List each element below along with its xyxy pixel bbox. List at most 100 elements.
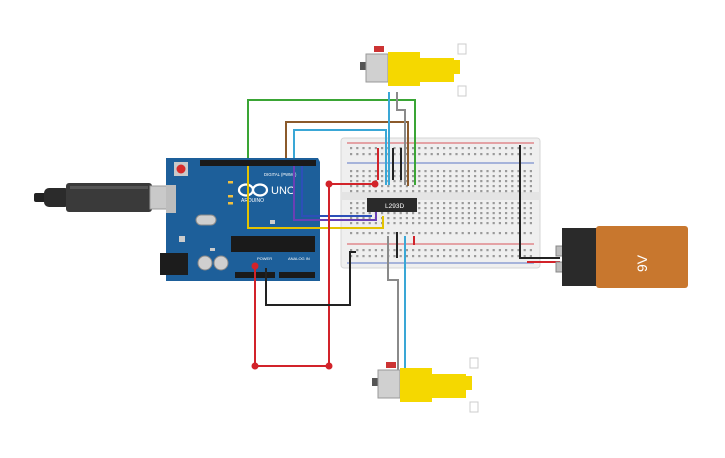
- breadboard-hole: [350, 190, 353, 193]
- breadboard-hole: [480, 175, 483, 178]
- breadboard-hole: [529, 175, 532, 178]
- breadboard-hole: [461, 175, 464, 178]
- breadboard-hole: [374, 170, 377, 173]
- breadboard-hole: [430, 153, 433, 156]
- battery-9v[interactable]: 9V: [555, 226, 688, 288]
- breadboard-hole: [356, 255, 359, 258]
- breadboard-hole: [418, 255, 421, 258]
- breadboard-hole: [424, 207, 427, 210]
- breadboard-hole: [436, 232, 439, 235]
- breadboard-hole: [517, 217, 520, 220]
- dc-motor-bottom[interactable]: [372, 357, 479, 413]
- breadboard-hole: [498, 207, 501, 210]
- wire-green[interactable]: [247, 99, 416, 185]
- breadboard-hole: [412, 175, 415, 178]
- breadboard-hole: [492, 217, 495, 220]
- breadboard-hole: [523, 222, 526, 225]
- wire-gray[interactable]: [396, 92, 406, 185]
- breadboard-hole: [492, 190, 495, 193]
- breadboard-hole: [498, 170, 501, 173]
- breadboard-hole: [461, 147, 464, 150]
- breadboard-hole: [399, 255, 402, 258]
- breadboard-hole: [467, 207, 470, 210]
- capacitor: [213, 255, 229, 271]
- wire-cyan[interactable]: [293, 129, 387, 185]
- breadboard-hole: [492, 170, 495, 173]
- breadboard-hole: [424, 185, 427, 188]
- breadboard-hole: [461, 153, 464, 156]
- breadboard-hole: [399, 190, 402, 193]
- breadboard-hole: [492, 249, 495, 252]
- breadboard-hole: [511, 180, 514, 183]
- breadboard-hole: [424, 222, 427, 225]
- breadboard-hole: [505, 175, 508, 178]
- breadboard-hole: [356, 190, 359, 193]
- breadboard-hole: [467, 147, 470, 150]
- breadboard-hole: [492, 185, 495, 188]
- breadboard-hole: [480, 232, 483, 235]
- breadboard-hole: [443, 153, 446, 156]
- breadboard-hole: [449, 180, 452, 183]
- breadboard-hole: [418, 175, 421, 178]
- breadboard-hole: [449, 202, 452, 205]
- wire-yellow[interactable]: [247, 166, 384, 229]
- breadboard-hole: [486, 232, 489, 235]
- wire-red[interactable]: [254, 184, 330, 367]
- breadboard-hole: [467, 170, 470, 173]
- breadboard-hole: [350, 207, 353, 210]
- usb-cable[interactable]: [34, 183, 173, 212]
- breadboard-hole: [474, 212, 477, 215]
- breadboard-hole: [387, 212, 390, 215]
- breadboard-hole: [424, 180, 427, 183]
- breadboard-hole: [529, 202, 532, 205]
- breadboard-hole: [480, 202, 483, 205]
- breadboard-hole: [486, 185, 489, 188]
- breadboard-hole: [393, 217, 396, 220]
- breadboard-hole: [461, 212, 464, 215]
- breadboard-hole: [461, 222, 464, 225]
- breadboard-hole: [362, 202, 365, 205]
- breadboard-hole: [350, 180, 353, 183]
- reset-button[interactable]: [176, 164, 186, 174]
- uno-logo-text: UNO: [271, 185, 296, 197]
- breadboard-hole: [467, 222, 470, 225]
- wire-brown[interactable]: [285, 121, 409, 186]
- breadboard-hole: [480, 217, 483, 220]
- digital-label: DIGITAL (PWM~): [264, 172, 297, 177]
- wire-blue[interactable]: [301, 166, 372, 217]
- wire-black[interactable]: [519, 145, 560, 259]
- breadboard-hole: [505, 232, 508, 235]
- breadboard-hole: [498, 212, 501, 215]
- breadboard-hole: [436, 255, 439, 258]
- breadboard-hole: [449, 212, 452, 215]
- breadboard-hole: [511, 202, 514, 205]
- breadboard-hole: [362, 249, 365, 252]
- breadboard-hole: [399, 222, 402, 225]
- breadboard-hole: [455, 202, 458, 205]
- wire-purple[interactable]: [293, 166, 377, 221]
- breadboard-hole: [387, 185, 390, 188]
- wire-gray[interactable]: [387, 236, 399, 376]
- breadboard-hole: [449, 175, 452, 178]
- dc-motor-top[interactable]: [360, 43, 467, 97]
- breadboard-hole: [405, 170, 408, 173]
- breadboard-hole: [405, 232, 408, 235]
- breadboard-hole: [529, 180, 532, 183]
- breadboard-hole: [461, 232, 464, 235]
- breadboard-hole: [505, 190, 508, 193]
- wire-black[interactable]: [265, 251, 356, 306]
- breadboard-hole: [374, 147, 377, 150]
- breadboard-hole: [443, 147, 446, 150]
- breadboard-hole: [449, 207, 452, 210]
- arduino-uno[interactable]: UNO ARDUINO DIGITAL (PWM~) POWER ANALOG …: [160, 158, 320, 281]
- breadboard-hole: [517, 232, 520, 235]
- breadboard-hole: [523, 147, 526, 150]
- atmega-chip: [231, 236, 315, 252]
- breadboard-hole: [356, 222, 359, 225]
- breadboard-hole: [517, 170, 520, 173]
- breadboard-hole: [467, 202, 470, 205]
- breadboard-hole: [418, 249, 421, 252]
- breadboard-hole: [474, 249, 477, 252]
- l293d-driver[interactable]: L293D: [367, 198, 417, 212]
- breadboard-hole: [523, 232, 526, 235]
